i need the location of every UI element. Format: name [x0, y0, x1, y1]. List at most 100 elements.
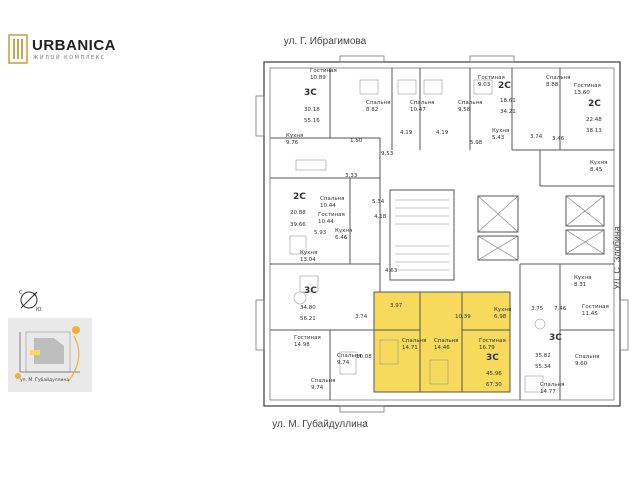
room-area-label: 1.50 — [350, 138, 363, 144]
room-area-label: 5.93 — [314, 230, 327, 236]
room-name-label: Кухня — [335, 228, 352, 234]
room-area-label: 6.98 — [494, 314, 507, 320]
urbanica-logo-icon — [8, 34, 28, 64]
room-name-label: Спальня — [366, 100, 390, 106]
minimap-street-label: ул. М. Губайдуллина — [20, 378, 70, 383]
compass-icon: С Ю — [19, 290, 42, 313]
room-area-label: 4.19 — [436, 130, 449, 136]
room-area-label: 18.61 — [500, 98, 516, 104]
room-area-label: 13.60 — [574, 90, 590, 96]
room-area-label: 13.04 — [300, 257, 316, 263]
room-name-label: Кухня — [492, 128, 509, 134]
room-name-label: Гостиная — [479, 338, 506, 344]
svg-text:Ю: Ю — [36, 307, 42, 313]
room-name-label: Спальня — [410, 100, 434, 106]
room-name-label: Гостиная — [294, 335, 321, 341]
room-area-label: 9.03 — [478, 82, 491, 88]
room-name-label: Спальня — [458, 100, 482, 106]
room-area-label: 39.66 — [290, 222, 306, 228]
brand-tagline: ЖИЛОЙ КОМПЛЕКС — [33, 55, 106, 61]
room-area-label: 55.16 — [304, 118, 320, 124]
room-area-label: 6.46 — [335, 235, 348, 241]
street-label-bottom: ул. М. Губайдуллина — [272, 419, 368, 430]
room-area-label: 30.18 — [304, 107, 320, 113]
room-area-label: 55.34 — [535, 364, 551, 370]
room-name-label: Спальня — [337, 353, 361, 359]
room-name-label: Гостиная — [478, 75, 505, 81]
apartment-type-label: 3С — [486, 353, 499, 363]
room-name-label: Спальня — [540, 382, 564, 388]
room-area-label: 5.34 — [372, 199, 385, 205]
room-area-label: 9.60 — [575, 361, 588, 367]
room-area-label: 7.46 — [554, 306, 567, 312]
room-area-label: 3.33 — [345, 173, 358, 179]
apartment-type-label: 2С — [293, 192, 306, 202]
room-name-label: Гостиная — [574, 83, 601, 89]
apartment-type-label: 2С — [498, 81, 511, 91]
room-area-label: 45.96 — [486, 371, 502, 377]
svg-text:С: С — [19, 290, 23, 296]
room-area-label: 3.74 — [530, 134, 543, 140]
room-area-label: 3.97 — [390, 303, 403, 309]
room-area-label: 8.88 — [546, 82, 559, 88]
elevator-2 — [477, 235, 519, 261]
room-area-label: 10.08 — [356, 354, 372, 360]
room-area-label: 38.13 — [586, 128, 602, 134]
room-area-label: 3.46 — [552, 136, 565, 142]
sun-icon — [72, 326, 80, 334]
room-area-label: 67.30 — [486, 382, 502, 388]
room-area-label: 22.48 — [586, 117, 602, 123]
room-area-label: 10.47 — [410, 107, 426, 113]
room-area-label: 8.82 — [366, 107, 378, 113]
apartment-type-label: 3С — [549, 333, 562, 343]
highlighted-apartment[interactable] — [373, 291, 511, 393]
room-name-label: Кухня — [590, 160, 607, 166]
room-name-label: Гостиная — [318, 212, 345, 218]
room-area-label: 16.79 — [479, 345, 495, 351]
room-area-label: 14.77 — [540, 389, 556, 395]
room-area-label: 35.82 — [535, 353, 551, 359]
room-area-label: 10.44 — [320, 203, 336, 209]
room-name-label: Кухня — [300, 250, 317, 256]
room-area-label: 11.45 — [582, 311, 598, 317]
room-name-label: Гостиная — [582, 304, 609, 310]
room-area-label: 9.74 — [337, 360, 350, 366]
room-area-label: 4.19 — [400, 130, 413, 136]
room-area-label: 14.98 — [294, 342, 310, 348]
brand-name: URBANICA — [32, 37, 116, 54]
room-area-label: 56.21 — [300, 316, 316, 322]
room-area-label: 34.21 — [500, 109, 516, 115]
room-name-label: Спальня — [434, 338, 458, 344]
room-name-label: Кухня — [494, 307, 511, 313]
apartment-type-label: 3С — [304, 88, 317, 98]
room-area-label: 9.76 — [286, 140, 299, 146]
room-area-label: 9.74 — [311, 385, 324, 391]
room-area-label: 3.74 — [355, 314, 368, 320]
room-area-label: 9.53 — [381, 151, 394, 157]
room-area-label: 4.63 — [385, 268, 398, 274]
street-label-top: ул. Г. Ибрагимова — [283, 36, 367, 47]
apartment-type-label: 3С — [304, 286, 317, 296]
room-area-label: 5.98 — [470, 140, 483, 146]
room-name-label: Кухня — [574, 275, 591, 281]
elevator-1 — [477, 195, 519, 233]
room-name-label: Спальня — [575, 354, 599, 360]
room-area-label: 9.58 — [458, 107, 471, 113]
room-area-label: 5.43 — [492, 135, 505, 141]
room-area-label: 10.39 — [455, 314, 471, 320]
apartment-type-label: 2С — [588, 99, 601, 109]
room-area-label: 34.80 — [300, 305, 316, 311]
room-area-label: 20.88 — [290, 210, 306, 216]
location-minimap: ул. М. Губайдуллина — [8, 318, 92, 392]
room-area-label: 8.45 — [590, 167, 603, 173]
room-area-label: 14.71 — [402, 345, 418, 351]
room-area-label: 4.18 — [374, 214, 387, 220]
room-name-label: Кухня — [286, 133, 303, 139]
room-name-label: Спальня — [402, 338, 426, 344]
room-name-label: Спальня — [546, 75, 570, 81]
room-area-label: 10.89 — [310, 75, 326, 81]
room-area-label: 3.75 — [531, 306, 544, 312]
room-area-label: 10.44 — [318, 219, 334, 225]
room-name-label: Спальня — [320, 196, 344, 202]
